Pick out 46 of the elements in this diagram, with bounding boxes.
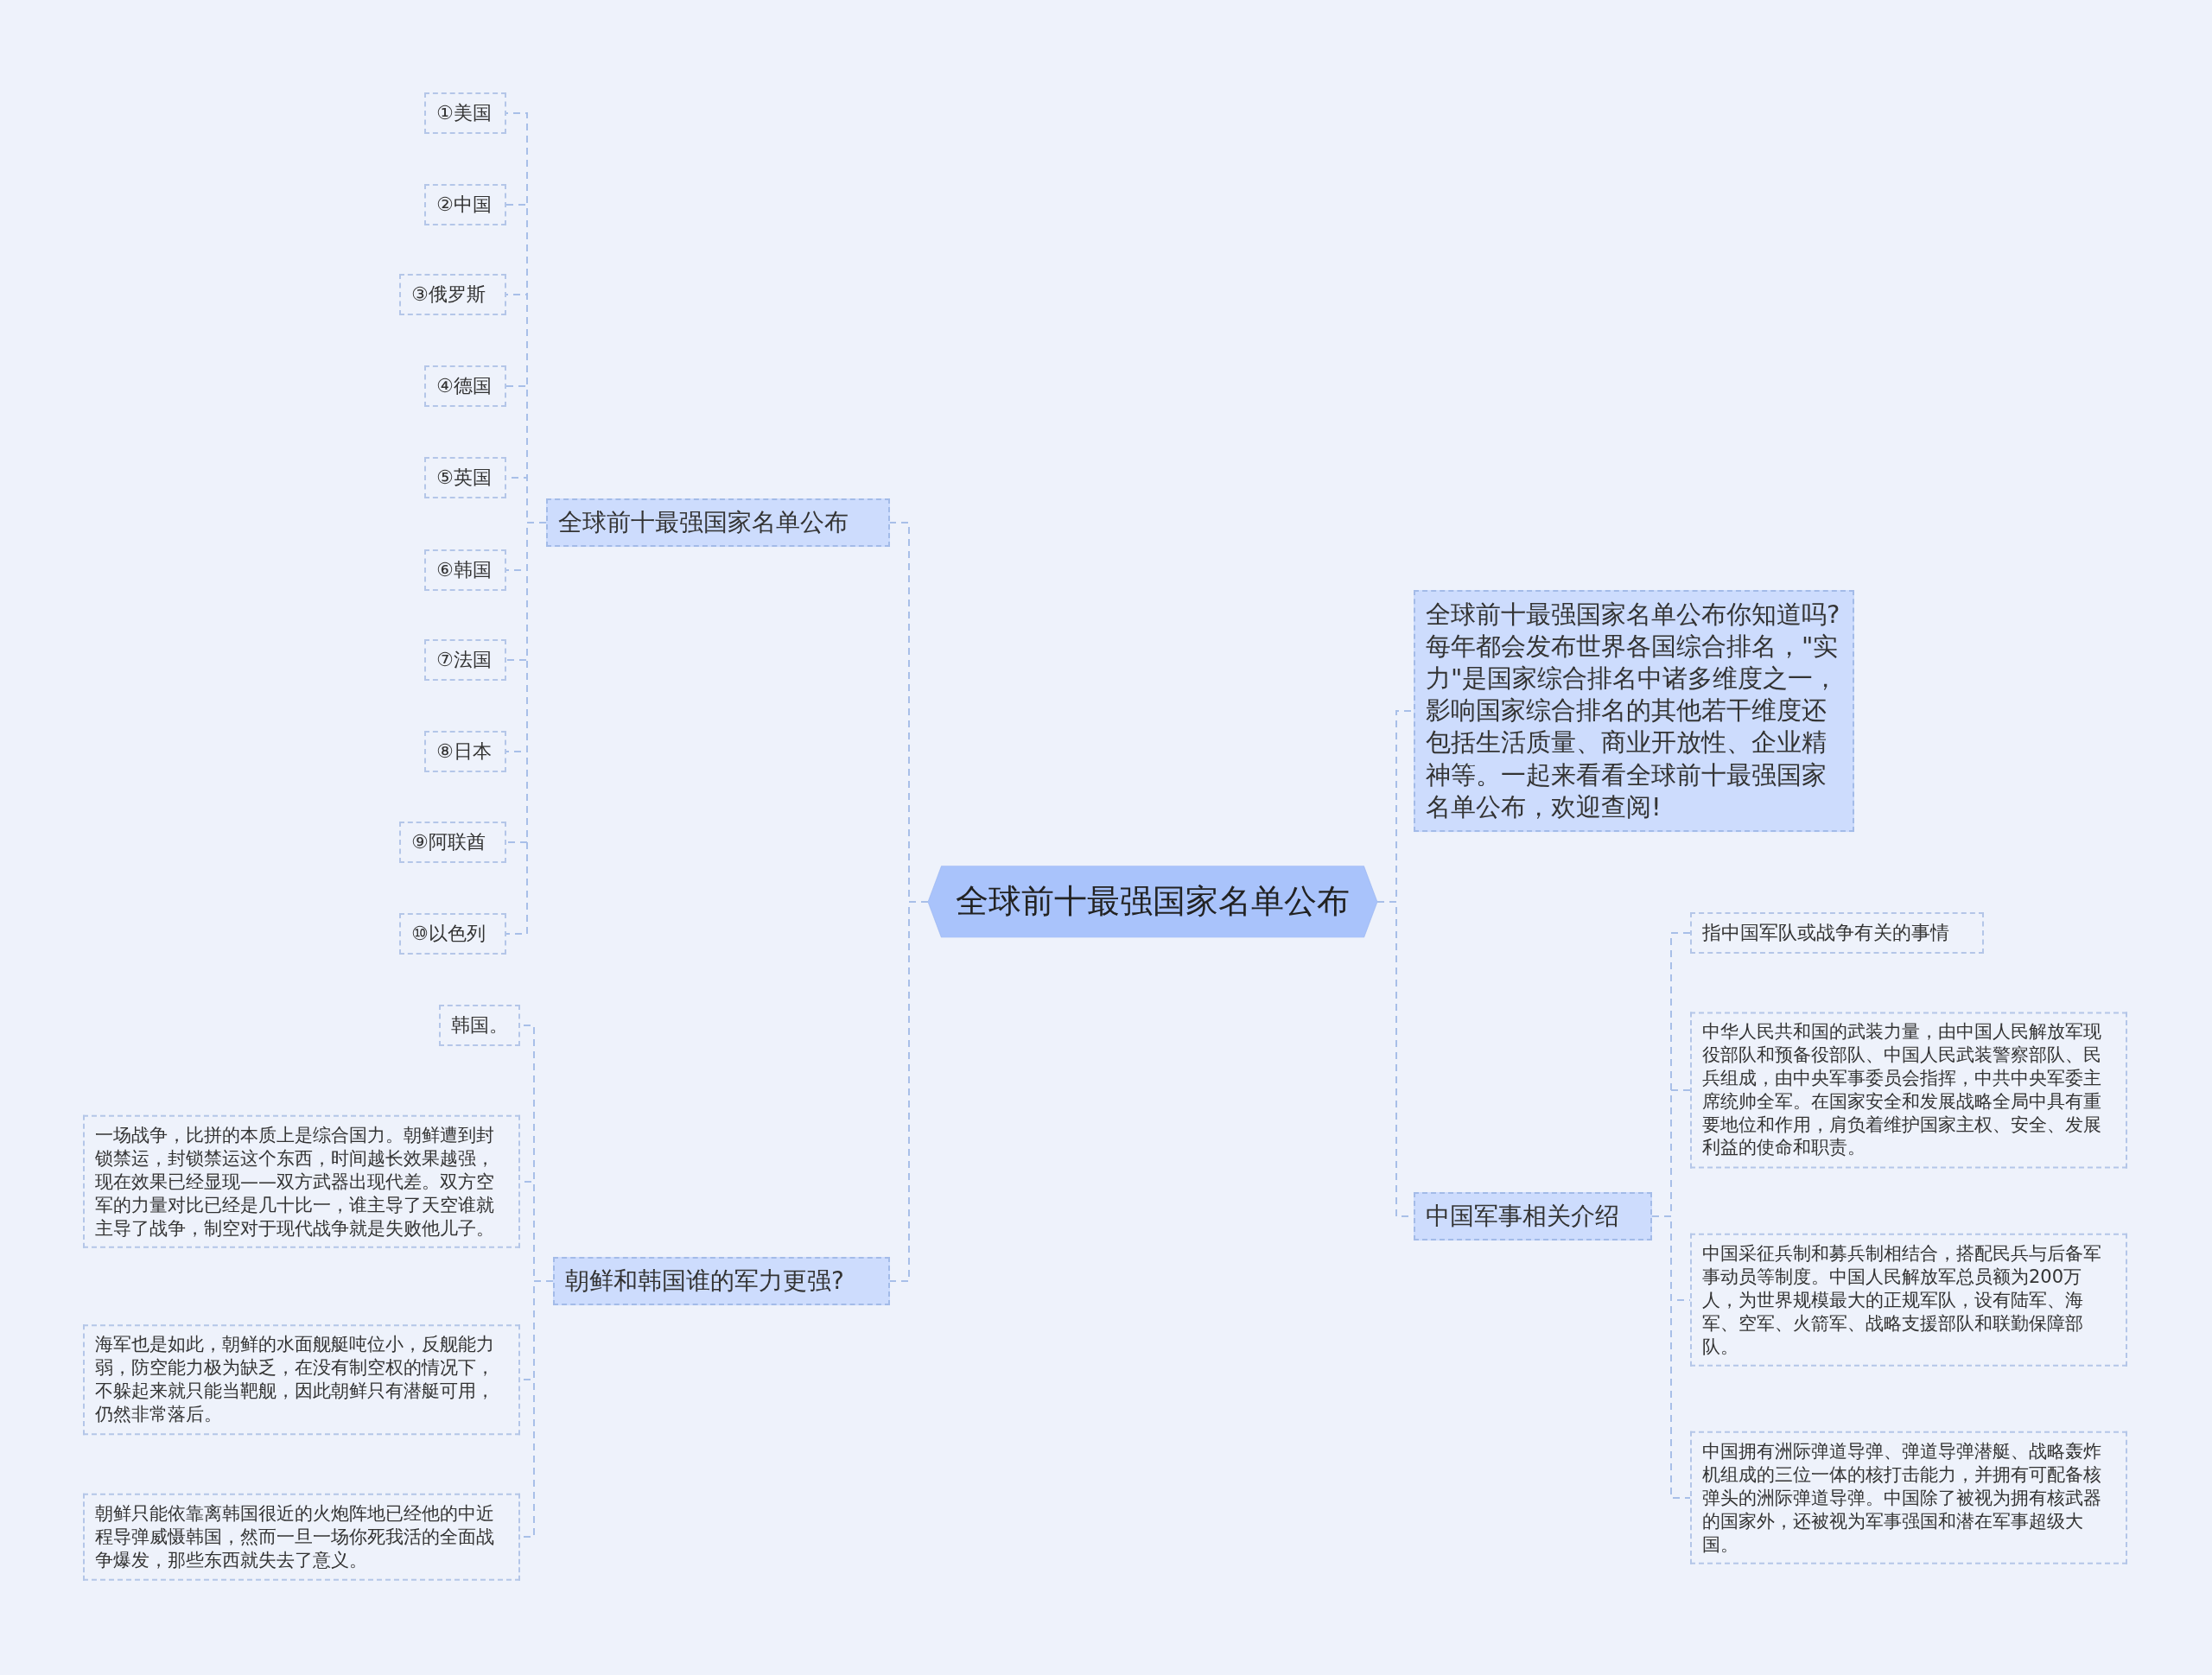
topic-text: 指中国军队或战争有关的事情 <box>1702 920 1950 945</box>
subtopic-box <box>424 456 506 499</box>
topic-text: ⑧日本 <box>436 739 493 764</box>
subtopic-box <box>439 1004 520 1047</box>
topic-text: 全球前十最强国家名单公布 <box>558 507 849 538</box>
topic-text: 中华人民共和国的武装力量，由中国人民解放军现役部队和预备役部队、中国人民武装警察部队、民兵组成，由中央军事委员会指挥，中共中央军委主席统帅全军。在国家安全和发展战略全局中具有重要地位和作用，肩负着维护国家主权、安全、发展利益的使命和职责。 <box>1702 1020 2102 1160</box>
subtopic-box <box>424 92 506 135</box>
subtopic-box <box>424 730 506 773</box>
topic-text: ⑨阿联酋 <box>411 829 486 854</box>
topic-text: ⑦法国 <box>436 647 493 672</box>
subtopic-box <box>1690 911 1984 955</box>
subtopic-box <box>1690 1233 2127 1367</box>
topic-box <box>1414 1192 1652 1240</box>
topic-box <box>553 1257 890 1305</box>
subtopic-box <box>424 365 506 408</box>
topic-text: 朝鲜和韩国谁的军力更强? <box>565 1266 845 1297</box>
subtopic-box <box>424 183 506 226</box>
topic-text: ②中国 <box>436 192 493 217</box>
topic-text: ③俄罗斯 <box>411 282 486 307</box>
central-topic-text: 全球前十最强国家名单公布 <box>956 881 1350 923</box>
topic-text: 中国军事相关介绍 <box>1426 1201 1620 1232</box>
subtopic-box <box>424 549 506 592</box>
topic-box <box>546 498 890 547</box>
subtopic-box <box>83 1324 520 1435</box>
subtopic-box <box>424 638 506 682</box>
subtopic-box <box>83 1114 520 1249</box>
subtopic-box <box>399 821 506 864</box>
topic-text: ⑤英国 <box>436 465 493 490</box>
subtopic-box <box>1690 1012 2127 1169</box>
topic-text: ⑥韩国 <box>436 557 493 582</box>
topic-text: 朝鲜只能依靠离韩国很近的火炮阵地已经他的中近程导弹威慑韩国，然而一旦一场你死我活的全面战争爆发，那些东西就失去了意义。 <box>95 1501 495 1572</box>
topic-text: 韩国。 <box>451 1012 508 1037</box>
subtopic-box <box>399 912 506 955</box>
subtopic-box <box>399 273 506 316</box>
subtopic-box <box>83 1493 520 1581</box>
topic-text: 中国拥有洲际弹道导弹、弹道导弹潜艇、战略轰炸机组成的三位一体的核打击能力，并拥有可配备核弹头的洲际弹道导弹。中国除了被视为拥有核武器的国家外，还被视为军事强国和潜在军事超级大国。 <box>1702 1439 2102 1557</box>
topic-text: 中国采征兵制和募兵制相结合，搭配民兵与后备军事动员等制度。中国人民解放军总员额为200万人，为世界规模最大的正规军队，设有陆军、海军、空军、火箭军、战略支援部队和联勤保障部队。 <box>1702 1241 2102 1359</box>
topic-text: 海军也是如此，朝鲜的水面舰艇吨位小，反舰能力弱，防空能力极为缺乏，在没有制空权的情况下，不躲起来就只能当靶舰，因此朝鲜只有潜艇可用，仍然非常落后。 <box>95 1333 495 1426</box>
central-topic-hexagon <box>928 866 1377 938</box>
topic-text: ④德国 <box>436 373 493 398</box>
topic-text: ⑩以色列 <box>411 921 486 946</box>
subtopic-box <box>1690 1431 2127 1565</box>
connector-line <box>1651 1215 1691 1499</box>
topic-text: 全球前十最强国家名单公布你知道吗?每年都会发布世界各国综合排名，"实力"是国家综合排名中诸多维度之一，影响国家综合排名的其他若干维度还包括生活质量、商业开放性、企业精神等。一起来看看全球前十最强国家名单公布，欢迎查阅! <box>1426 599 1841 823</box>
topic-text: ①美国 <box>436 100 493 125</box>
topic-text: 一场战争，比拼的本质上是综合国力。朝鲜遭到封锁禁运，封锁禁运这个东西，时间越长效果越强，现在效果已经显现——双方武器出现代差。双方空军的力量对比已经是几十比一，谁主导了天空谁就主导了战争，制空对于现代战争就是失败他儿子。 <box>95 1123 495 1240</box>
